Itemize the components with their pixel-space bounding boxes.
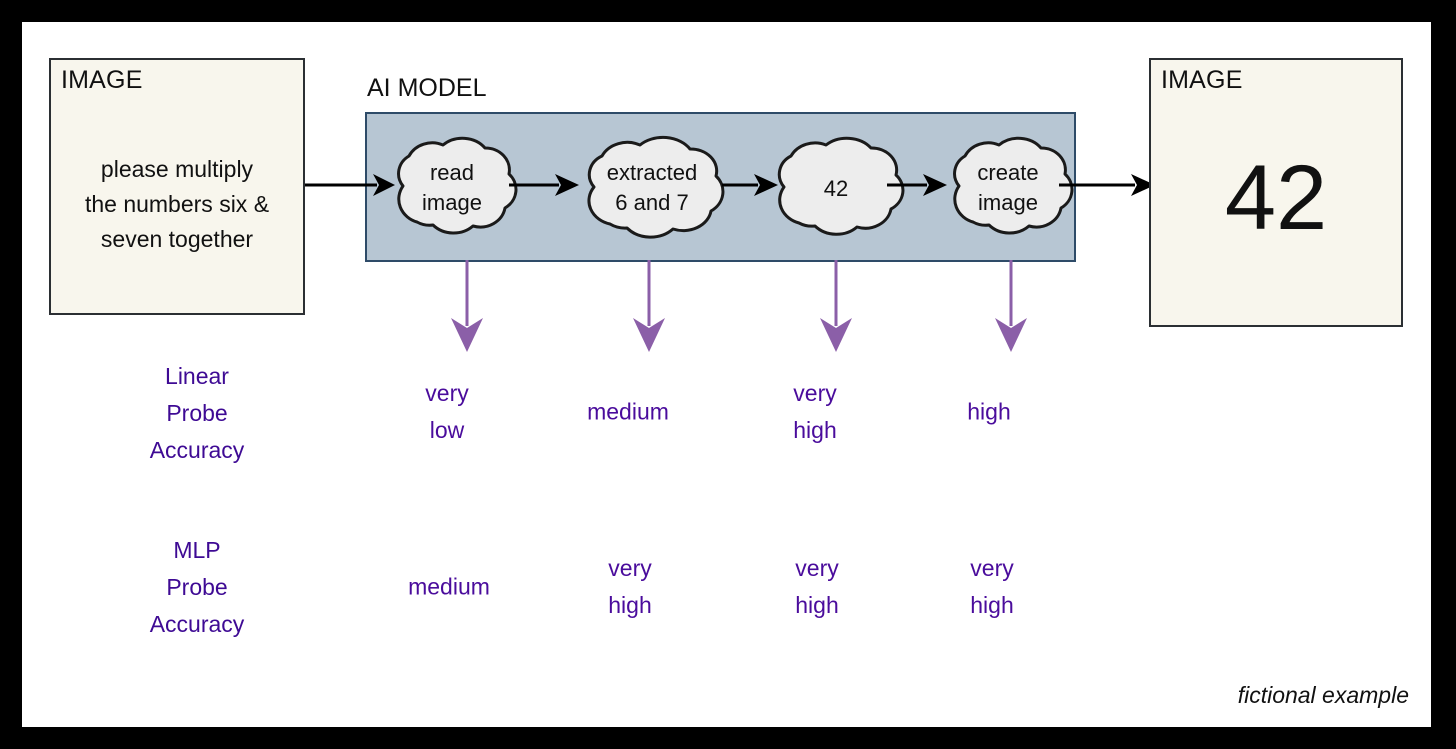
input-image-box: IMAGE please multiply the numbers six & …	[49, 58, 305, 315]
mlp-probe-cell-4: very high	[970, 550, 1013, 624]
mlp-probe-cell-4-line-2: high	[970, 592, 1014, 618]
input-prompt-line-3: seven together	[100, 226, 254, 252]
footer-note: fictional example	[1237, 682, 1409, 708]
input-prompt-line-1: please multiply	[100, 156, 254, 182]
output-image-tag: IMAGE	[1161, 66, 1243, 94]
probe-arrow-1	[437, 260, 497, 357]
linear-probe-cell-3: very high	[793, 375, 836, 449]
mlp-probe-label-line-2: Probe	[166, 574, 228, 600]
mlp-probe-cell-3: very high	[795, 550, 838, 624]
ai-model-label: AI MODEL	[367, 74, 487, 102]
linear-probe-label-line-2: Probe	[166, 400, 228, 426]
input-image-tag: IMAGE	[61, 66, 143, 94]
probe-arrow-3	[806, 260, 866, 357]
linear-probe-cell-1: very low	[425, 375, 468, 449]
diagram-canvas: IMAGE please multiply the numbers six & …	[22, 22, 1431, 727]
mlp-probe-cell-2-line-2: high	[608, 592, 652, 618]
input-prompt-text: please multiply the numbers six & seven …	[51, 152, 303, 257]
arrow-stage-3-to-4	[887, 168, 947, 207]
cloud-stage-1: read image	[377, 116, 527, 258]
linear-probe-cell-2-line-1: medium	[587, 398, 669, 425]
mlp-probe-row-label: MLP Probe Accuracy	[82, 532, 312, 643]
probe-arrow-2	[619, 260, 679, 357]
linear-probe-label-line-1: Linear	[165, 363, 229, 389]
mlp-probe-cell-4-line-1: very	[970, 555, 1014, 581]
arrow-model-to-output	[1059, 168, 1155, 207]
linear-probe-label-line-3: Accuracy	[149, 437, 245, 463]
linear-probe-cell-3-line-1: very	[793, 380, 837, 406]
mlp-probe-cell-1-line-1: medium	[408, 573, 490, 600]
linear-probe-cell-4-line-1: high	[967, 398, 1011, 425]
arrow-stage-1-to-2	[509, 168, 579, 207]
linear-probe-cell-1-line-1: very	[425, 380, 469, 406]
mlp-probe-cell-2: very high	[608, 550, 651, 624]
cloud-stage-2: extracted 6 and 7	[564, 116, 740, 258]
linear-probe-cell-2: medium	[587, 394, 669, 431]
linear-probe-cell-1-line-2: low	[429, 417, 465, 443]
mlp-probe-cell-3-line-1: very	[795, 555, 839, 581]
output-image-value: 42	[1224, 147, 1328, 249]
mlp-probe-label-line-3: Accuracy	[149, 611, 245, 637]
mlp-probe-label-line-1: MLP	[173, 537, 221, 563]
linear-probe-row-label: Linear Probe Accuracy	[82, 358, 312, 469]
linear-probe-cell-4: high	[967, 394, 1010, 431]
arrow-stage-2-to-3	[722, 168, 778, 207]
input-prompt-line-2: the numbers six &	[84, 191, 270, 217]
linear-probe-cell-3-line-2: high	[793, 417, 837, 443]
arrow-input-to-model	[305, 170, 395, 205]
output-image-box: IMAGE 42	[1149, 58, 1403, 327]
mlp-probe-cell-3-line-2: high	[795, 592, 839, 618]
mlp-probe-cell-1: medium	[408, 569, 490, 606]
probe-arrow-4	[981, 260, 1041, 357]
mlp-probe-cell-2-line-1: very	[608, 555, 652, 581]
